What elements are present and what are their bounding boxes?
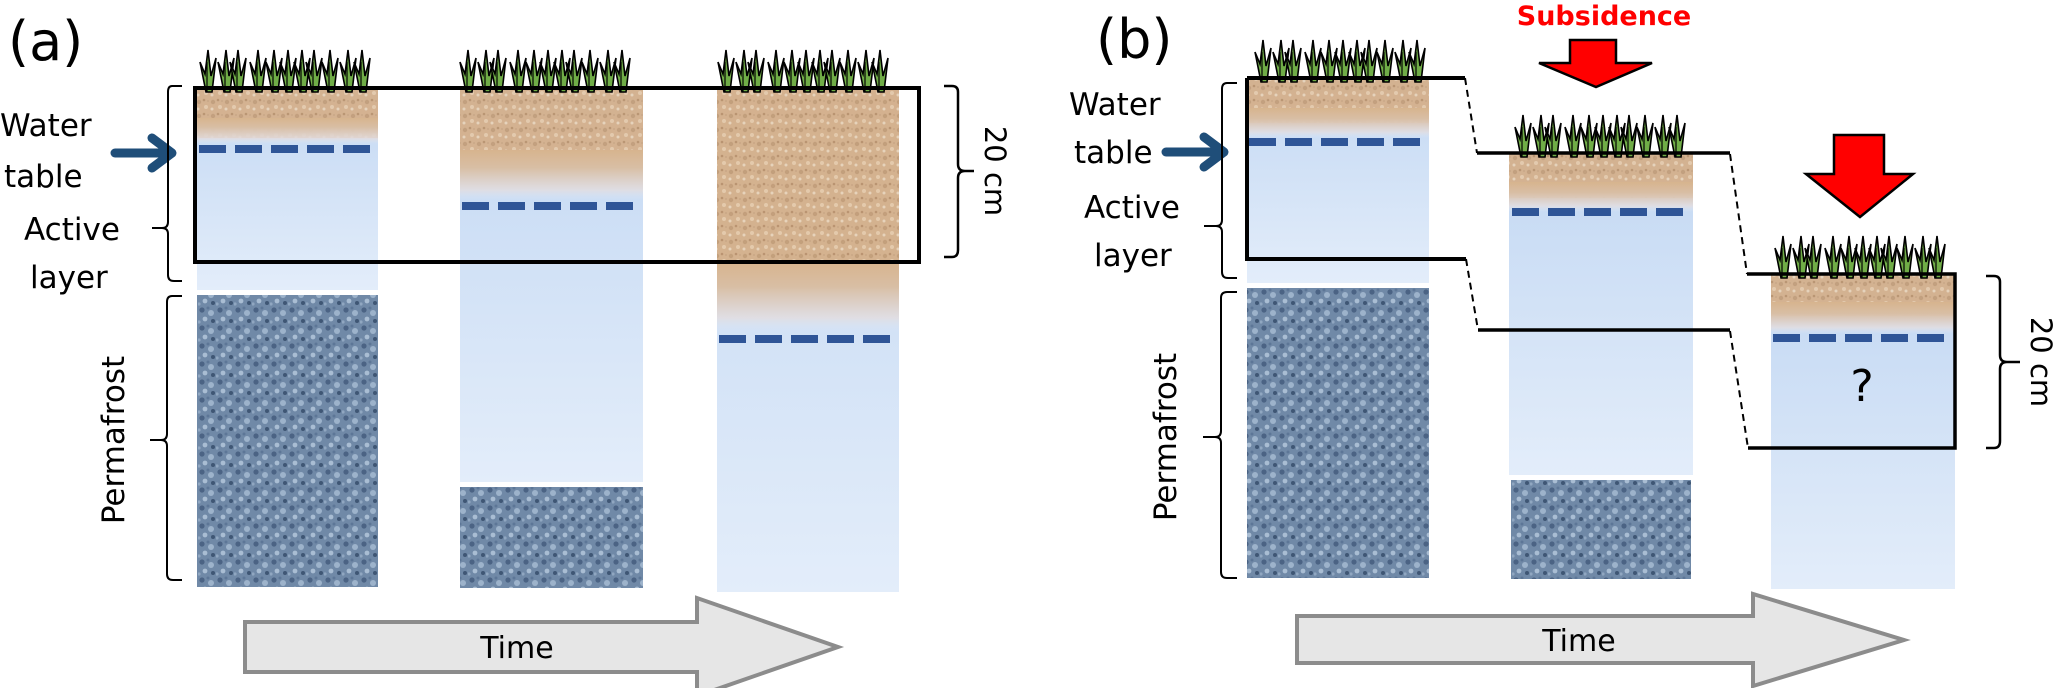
water-table-dash	[1917, 334, 1944, 342]
permafrost-block	[460, 487, 643, 588]
soil-fade	[460, 150, 643, 200]
time-label: Time	[479, 631, 553, 666]
water-table-dash	[1393, 138, 1420, 146]
water-table-dash	[719, 335, 746, 343]
time-arrow-b: Time	[1295, 591, 1911, 688]
water-table-arrow-icon	[110, 133, 177, 173]
soil-fade	[1771, 302, 1955, 334]
depth-20cm-outline	[1245, 76, 1957, 450]
permafrost-block	[1511, 480, 1691, 579]
soil-column-a3	[717, 50, 899, 592]
water-table-line	[719, 335, 890, 343]
permafrost-brace	[150, 295, 182, 581]
grass-icon	[1255, 40, 1425, 82]
water-table-dash	[1845, 334, 1872, 342]
water-table-dash	[1620, 208, 1647, 216]
soil-fade	[1509, 182, 1693, 212]
depth-20cm-label: 20 cm	[978, 126, 1012, 216]
permafrost-block	[1247, 288, 1429, 578]
water-table-label-line2: table	[4, 159, 83, 195]
water-table-dash	[827, 335, 854, 343]
water-table-dash	[606, 202, 633, 210]
time-arrow-icon	[1295, 591, 1911, 688]
water-table-label-line1: Water	[1069, 87, 1161, 123]
unknown-question-mark: ?	[1850, 361, 1873, 412]
active-layer-label-line1: Active	[1084, 190, 1180, 226]
water-table-label-line2: table	[1074, 135, 1153, 171]
water-table-label-line1: Water	[0, 108, 92, 144]
active-layer-label-line2: layer	[1094, 238, 1172, 274]
depth-20cm-label: 20 cm	[2024, 317, 2058, 407]
water-table-dash	[570, 202, 597, 210]
grass-icon	[1775, 236, 1945, 278]
water-table-dash	[462, 202, 489, 210]
water-table-dash	[1548, 208, 1575, 216]
soil-fade	[197, 118, 378, 144]
time-arrow-icon	[243, 595, 845, 688]
water-table-dash	[534, 202, 561, 210]
grass-icon	[460, 50, 630, 92]
soil-fade	[717, 262, 899, 332]
subsidence-label: Subsidence	[1517, 1, 1692, 32]
panel-b-tag: (b)	[1096, 8, 1172, 71]
water-table-dash	[1584, 208, 1611, 216]
water-table-dash	[307, 145, 334, 153]
panel-a-tag: (a)	[8, 10, 83, 73]
depth-20cm-brace	[1986, 274, 2020, 450]
panel-b: (b) Subsidence ?	[1069, 1, 2058, 688]
permafrost-brace	[1203, 291, 1237, 579]
permafrost-label: Permafrost	[96, 356, 132, 524]
active-layer-brace	[152, 85, 182, 282]
water-table-dash	[1321, 138, 1348, 146]
water-table-dash	[755, 335, 782, 343]
soil-column-a1	[197, 50, 378, 587]
water-table-dash	[1809, 334, 1836, 342]
water-table-line	[462, 202, 633, 210]
active-layer-brace	[1204, 82, 1237, 279]
water-table-dash	[271, 145, 298, 153]
water-table-line	[1249, 138, 1420, 146]
permafrost-label: Permafrost	[1148, 353, 1184, 521]
water-table-dash	[1249, 138, 1276, 146]
water-table-dash	[199, 145, 226, 153]
water-table-line	[199, 145, 370, 153]
permafrost-block	[197, 295, 378, 587]
soil-column-b3: ?	[1771, 236, 1955, 589]
active-layer-label-line1: Active	[24, 212, 120, 248]
soil-column-a2	[460, 50, 643, 588]
depth-20cm-box	[193, 86, 921, 264]
soil-column-b2	[1509, 115, 1693, 579]
water-table-dash	[1285, 138, 1312, 146]
water-table-dash	[1512, 208, 1539, 216]
subsidence-arrow-icon	[1538, 38, 1653, 89]
dry-soil-layer	[717, 88, 899, 278]
water-table-dash	[1773, 334, 1800, 342]
grass-icon	[200, 50, 370, 92]
water-table-line	[1773, 334, 1944, 342]
water-table-dash	[863, 335, 890, 343]
soil-column-b1	[1247, 40, 1429, 578]
water-table-dash	[1656, 208, 1683, 216]
depth-20cm-brace	[944, 84, 974, 259]
grass-icon	[1515, 115, 1685, 157]
active-layer-label-line2: layer	[30, 260, 108, 296]
water-table-arrow-icon	[1161, 132, 1229, 172]
water-table-dash	[1357, 138, 1384, 146]
subsidence-arrow-icon	[1802, 133, 1917, 219]
time-label: Time	[1541, 624, 1615, 659]
time-arrow-a: Time	[243, 595, 845, 688]
water-table-dash	[498, 202, 525, 210]
water-table-dash	[343, 145, 370, 153]
water-table-line	[1512, 208, 1683, 216]
soil-fade	[1247, 108, 1429, 138]
grass-icon	[718, 50, 888, 92]
panel-a: (a) Water	[0, 10, 1012, 688]
water-table-dash	[235, 145, 262, 153]
water-table-dash	[1881, 334, 1908, 342]
water-table-dash	[791, 335, 818, 343]
